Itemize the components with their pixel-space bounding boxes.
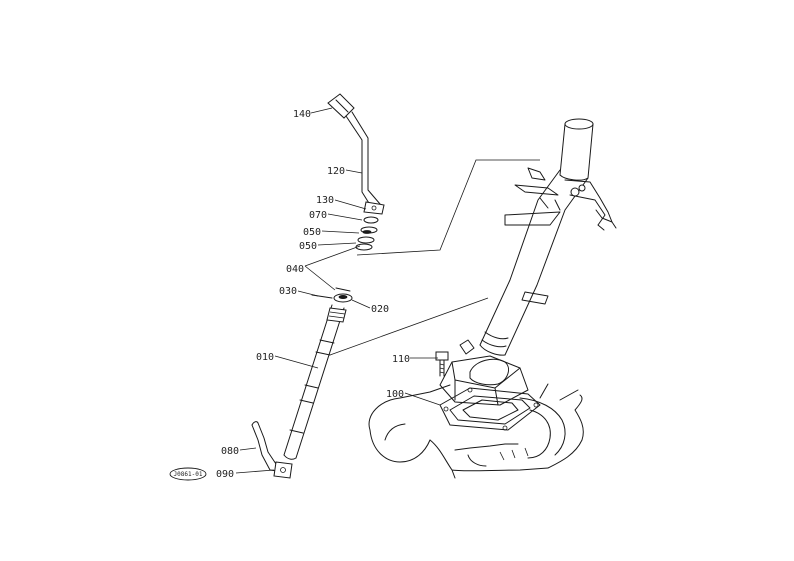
label-040: 040 (286, 264, 304, 275)
shift-rod (283, 304, 347, 460)
label-050-upper: 050 (303, 227, 321, 238)
label-090: 090 (216, 469, 234, 480)
label-010: 010 (256, 352, 274, 363)
shift-tube-assembly (459, 118, 617, 356)
cover-plate (439, 387, 541, 431)
label-140: 140 (293, 109, 311, 120)
rod-collar (311, 287, 353, 303)
label-020: 020 (371, 304, 389, 315)
label-110: 110 (392, 354, 410, 365)
shift-lever (327, 93, 385, 215)
label-030: 030 (279, 286, 297, 297)
part-number-labels: 140 120 130 070 050 050 040 030 020 010 … (216, 109, 410, 480)
drawing-code-badge: J0861-01 (169, 467, 207, 481)
label-120: 120 (327, 166, 345, 177)
leader-lines (235, 107, 441, 474)
lower-fork-lever (251, 421, 293, 479)
drawing-code: J0861-01 (174, 471, 203, 478)
label-080: 080 (221, 446, 239, 457)
label-100: 100 (386, 389, 404, 400)
washer-stack (355, 216, 379, 251)
label-070: 070 (309, 210, 327, 221)
label-130: 130 (316, 195, 334, 206)
reference-line-upper (356, 159, 540, 256)
reference-line-rod (329, 297, 489, 356)
label-050-lower: 050 (299, 241, 317, 252)
bolt (435, 351, 449, 377)
lever-guide-base (439, 355, 529, 406)
